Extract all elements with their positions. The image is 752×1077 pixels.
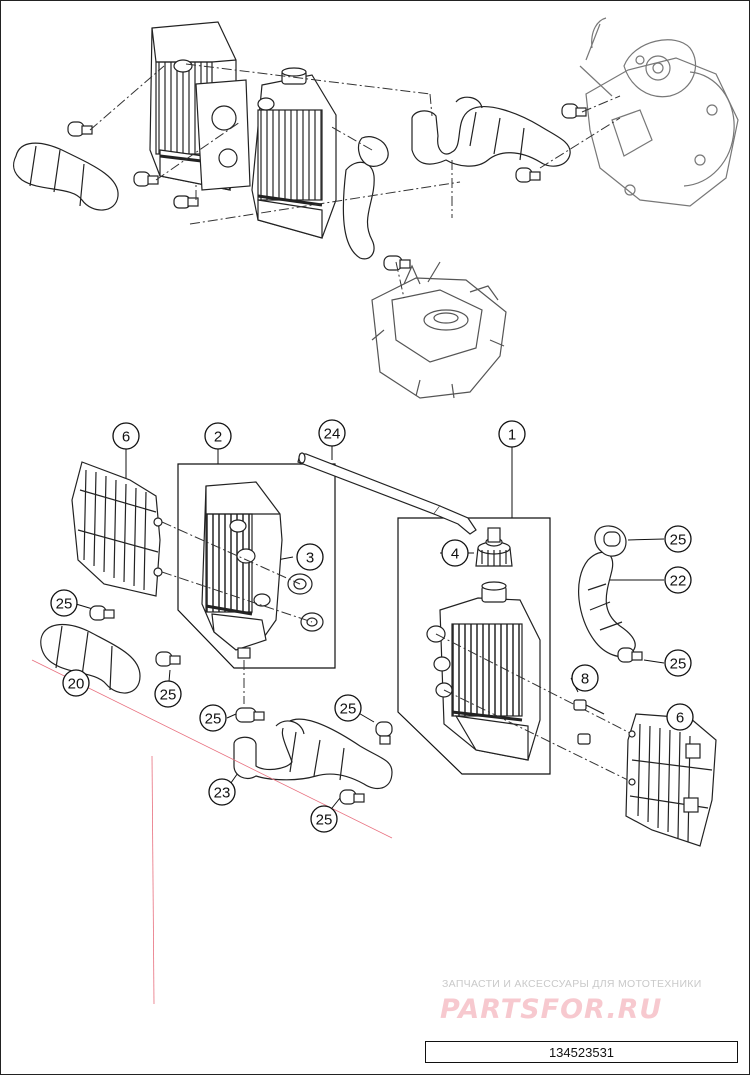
right-radiator xyxy=(426,581,541,761)
callout-label: 25 xyxy=(205,711,222,728)
callout-3: 3 xyxy=(296,543,324,571)
callout-6: 6 xyxy=(666,703,694,731)
callout-25: 25 xyxy=(199,704,227,732)
callout-25: 25 xyxy=(154,680,182,708)
hose-22 xyxy=(577,525,643,663)
left-radiator xyxy=(201,481,324,659)
callout-8: 8 xyxy=(571,664,599,692)
callout-label: 24 xyxy=(324,426,341,443)
overview-cylinder xyxy=(371,261,507,399)
hose-20 xyxy=(40,605,181,694)
callout-label: 25 xyxy=(670,656,687,673)
callout-25: 25 xyxy=(664,525,692,553)
watermark-logo: PARTSFOR.RU xyxy=(440,994,663,1025)
callout-2: 2 xyxy=(204,422,232,450)
overview-engine-case xyxy=(579,17,739,207)
mount-bolts xyxy=(573,699,605,745)
document-number: 134523531 xyxy=(548,1044,615,1060)
callout-1: 1 xyxy=(498,420,526,448)
group-box-1 xyxy=(397,517,551,775)
right-shroud xyxy=(625,713,717,847)
radiator-cap xyxy=(475,527,513,567)
left-mount-lines xyxy=(161,521,313,704)
callout-20: 20 xyxy=(62,669,90,697)
left-shroud xyxy=(71,461,163,597)
callout-label: 6 xyxy=(676,710,684,727)
callout-22: 22 xyxy=(664,566,692,594)
callout-label: 20 xyxy=(68,676,85,693)
callout-24: 24 xyxy=(318,419,346,447)
overview-assembly xyxy=(12,17,739,399)
callout-label: 25 xyxy=(56,596,73,613)
overflow-hose xyxy=(297,452,477,535)
callout-label: 22 xyxy=(670,573,687,590)
callout-label: 23 xyxy=(214,785,231,802)
callout-label: 25 xyxy=(670,532,687,549)
callout-6: 6 xyxy=(112,422,140,450)
document-number-box: 134523531 xyxy=(425,1041,738,1063)
right-mount-lines xyxy=(435,633,633,783)
callout-23: 23 xyxy=(208,778,236,806)
hose-23 xyxy=(233,707,393,805)
callout-label: 25 xyxy=(340,701,357,718)
callout-label: 8 xyxy=(581,671,589,688)
callout-4: 4 xyxy=(441,539,469,567)
callout-label: 25 xyxy=(316,812,333,829)
callout-label: 4 xyxy=(451,546,459,563)
callout-label: 3 xyxy=(306,550,314,567)
callout-25: 25 xyxy=(664,649,692,677)
callout-label: 25 xyxy=(160,687,177,704)
callout-label: 6 xyxy=(122,429,130,446)
watermark-tagline: ЗАПЧАСТИ И АКСЕССУАРЫ ДЛЯ МОТОТЕХНИКИ xyxy=(442,978,702,990)
callout-25: 25 xyxy=(334,694,362,722)
callout-25: 25 xyxy=(50,589,78,617)
callout-label: 2 xyxy=(214,429,222,446)
callout-label: 1 xyxy=(508,427,516,444)
callout-25: 25 xyxy=(310,805,338,833)
